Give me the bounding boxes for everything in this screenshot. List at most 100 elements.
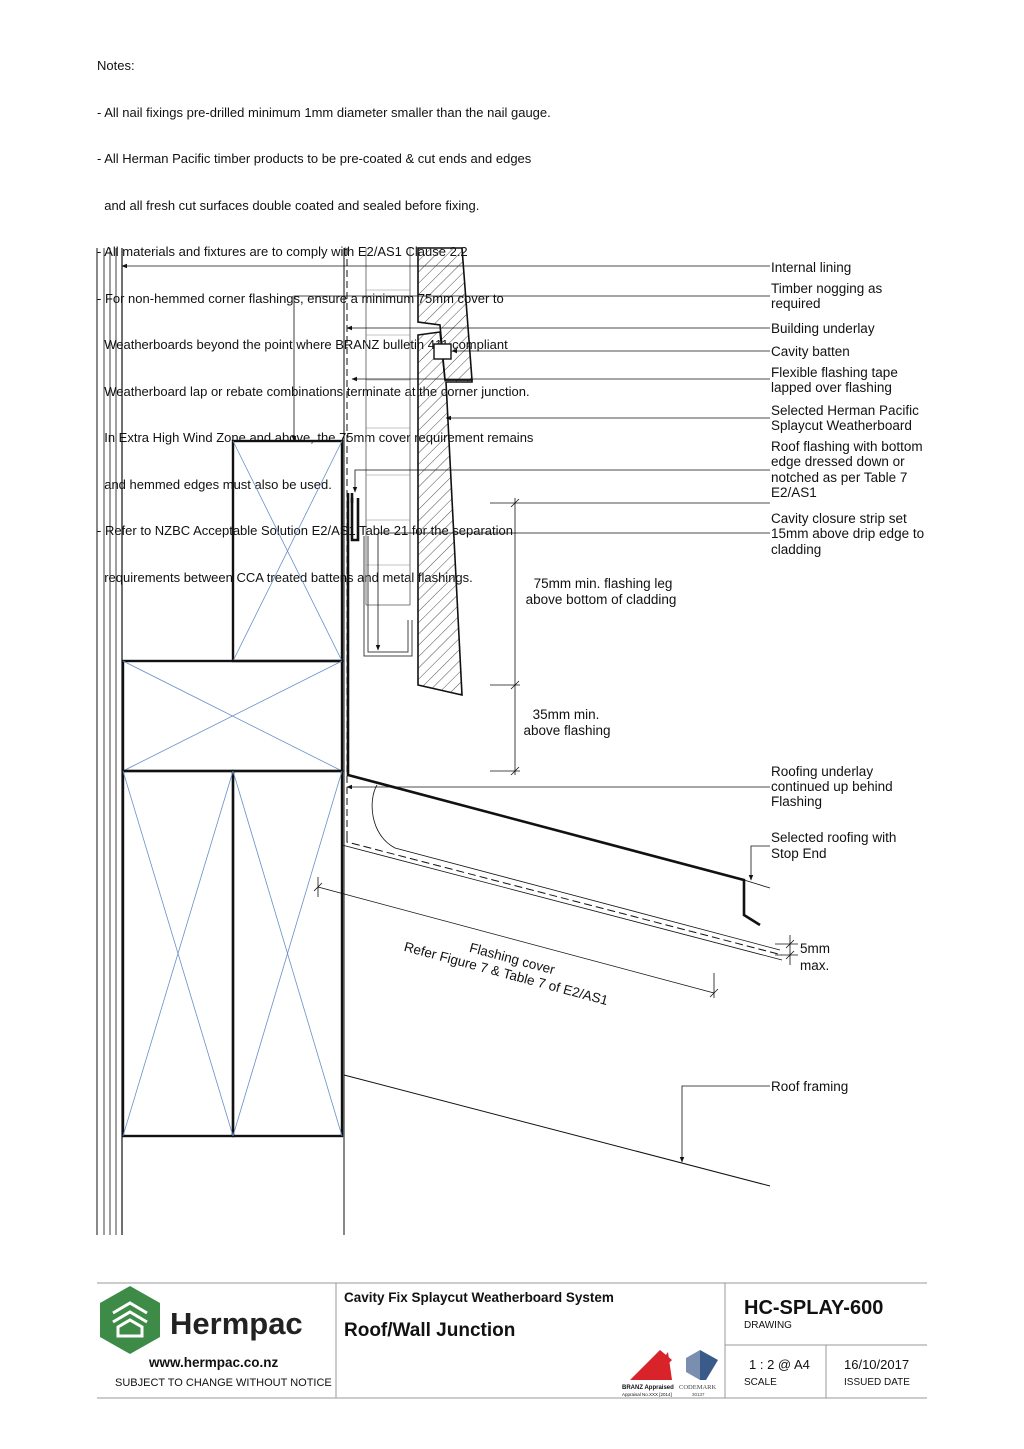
svg-text:Cavity closure strip set: Cavity closure strip set bbox=[771, 511, 907, 526]
svg-text:5mm: 5mm bbox=[800, 941, 830, 956]
svg-text:Timber nogging as: Timber nogging as bbox=[771, 281, 883, 296]
label-internal-lining: Internal lining bbox=[771, 260, 851, 275]
label-closure-strip: 15mm above drip edge to bbox=[771, 526, 924, 541]
label-flexible-tape: Flexible flashing tape bbox=[771, 365, 898, 380]
svg-text:CODEMARK: CODEMARK bbox=[679, 1384, 717, 1391]
website-link[interactable]: www.hermpac.co.nz bbox=[149, 1355, 279, 1370]
wall-framing bbox=[121, 769, 344, 1138]
label-roofing-underlay: Roofing underlay bbox=[771, 764, 873, 779]
label-roof-flashing: E2/AS1 bbox=[771, 485, 817, 500]
svg-text:BRANZ Appraised: BRANZ Appraised bbox=[622, 1385, 674, 1391]
label-roof-framing: Roof framing bbox=[771, 1079, 848, 1094]
svg-text:above flashing: above flashing bbox=[523, 723, 610, 738]
roof-framing bbox=[343, 1074, 771, 1187]
drawing-number: HC-SPLAY-600 bbox=[744, 1297, 884, 1319]
branz-text: BRANZ Appraised bbox=[622, 1385, 674, 1391]
note-line: - All nail fixings pre-drilled minimum 1… bbox=[97, 104, 551, 120]
leader-lines bbox=[121, 263, 770, 1163]
svg-text:Internal lining: Internal lining bbox=[771, 260, 851, 275]
svg-text:Flashing: Flashing bbox=[771, 794, 822, 809]
dim-above-flashing-text: above flashing bbox=[523, 723, 610, 738]
svg-text:15mm above drip edge to: 15mm above drip edge to bbox=[771, 526, 924, 541]
drawing-title: Roof/Wall Junction bbox=[344, 1320, 516, 1341]
dim-gap-text: max. bbox=[800, 958, 829, 973]
label-building-underlay: Building underlay bbox=[771, 321, 875, 336]
top-plate bbox=[121, 659, 344, 773]
label-flexible-tape: lapped over flashing bbox=[771, 380, 892, 395]
splaycut-weatherboard bbox=[417, 247, 473, 697]
disclaimer: SUBJECT TO CHANGE WITHOUT NOTICE bbox=[115, 1377, 332, 1389]
timber-nogging bbox=[231, 439, 344, 663]
label-roofing-underlay: Flashing bbox=[771, 794, 822, 809]
branz-appraised-logo: BRANZ Appraised Appraisal No.XXX [2014] bbox=[622, 1350, 674, 1397]
dim-gap-text: 5mm bbox=[800, 941, 830, 956]
scale-value: 1 : 2 @ A4 bbox=[749, 1357, 810, 1372]
svg-text:Selected Herman Pacific: Selected Herman Pacific bbox=[771, 403, 919, 418]
notes-heading: Notes: bbox=[97, 58, 135, 73]
label-selected-roofing: Selected roofing with bbox=[771, 830, 896, 845]
label-closure-strip: Cavity closure strip set bbox=[771, 511, 907, 526]
drawing-caption: DRAWING bbox=[744, 1320, 792, 1331]
svg-text:Flexible flashing tape: Flexible flashing tape bbox=[771, 365, 898, 380]
svg-text:Roof flashing with bottom: Roof flashing with bottom bbox=[771, 439, 923, 454]
issued-date-caption: ISSUED DATE bbox=[844, 1377, 910, 1388]
scale-caption: SCALE bbox=[744, 1377, 777, 1388]
svg-text:notched as per Table 7: notched as per Table 7 bbox=[771, 470, 907, 485]
label-timber-nogging: Timber nogging as bbox=[771, 281, 883, 296]
label-selected-roofing: Stop End bbox=[771, 846, 827, 861]
label-roofing-underlay: continued up behind bbox=[771, 779, 893, 794]
label-weatherboard: Selected Herman Pacific bbox=[771, 403, 919, 418]
note-line: and all fresh cut surfaces double coated… bbox=[97, 197, 480, 213]
selected-roofing bbox=[743, 879, 771, 889]
dim-above-flashing-text: 35mm min. bbox=[533, 707, 600, 722]
codemark-text: CODEMARK bbox=[679, 1384, 717, 1391]
dimension-gap bbox=[775, 935, 798, 965]
svg-text:required: required bbox=[771, 296, 821, 311]
callout-labels: Internal lining Timber nogging as requir… bbox=[402, 260, 924, 1094]
roofing-underlay bbox=[341, 784, 783, 961]
svg-text:cladding: cladding bbox=[771, 542, 821, 557]
cavity-batten bbox=[365, 248, 411, 606]
svg-text:Cavity batten: Cavity batten bbox=[771, 344, 850, 359]
dimension-flashing-leg bbox=[490, 498, 770, 776]
svg-text:Roof framing: Roof framing bbox=[771, 1079, 848, 1094]
svg-text:Selected roofing with: Selected roofing with bbox=[771, 830, 896, 845]
svg-text:edge dressed down or: edge dressed down or bbox=[771, 454, 905, 469]
label-timber-nogging: required bbox=[771, 296, 821, 311]
hermpac-logo bbox=[100, 1286, 160, 1354]
svg-text:above bottom of cladding: above bottom of cladding bbox=[526, 592, 677, 607]
label-roof-flashing: notched as per Table 7 bbox=[771, 470, 907, 485]
svg-text:30137: 30137 bbox=[692, 1392, 705, 1397]
dimension-flashing-cover bbox=[313, 877, 719, 998]
svg-text:E2/AS1: E2/AS1 bbox=[771, 485, 817, 500]
svg-text:35mm min.: 35mm min. bbox=[533, 707, 600, 722]
branz-subtext: Appraisal No.XXX [2014] bbox=[622, 1392, 672, 1397]
svg-text:Appraisal No.XXX [2014]: Appraisal No.XXX [2014] bbox=[622, 1392, 672, 1397]
note-line: - All Herman Pacific timber products to … bbox=[97, 151, 532, 166]
dim-flashing-leg-text: 75mm min. flashing leg bbox=[534, 576, 673, 591]
issued-date: 16/10/2017 bbox=[844, 1357, 910, 1372]
brand-name: Hermpac bbox=[170, 1306, 303, 1341]
internal-lining bbox=[96, 248, 123, 1235]
dim-flashing-leg-text: above bottom of cladding bbox=[526, 592, 677, 607]
title-block-frame bbox=[97, 1282, 927, 1399]
label-closure-strip: cladding bbox=[771, 542, 821, 557]
codemark-subtext: 30137 bbox=[692, 1392, 705, 1397]
label-roof-flashing: edge dressed down or bbox=[771, 454, 905, 469]
system-name: Cavity Fix Splaycut Weatherboard System bbox=[344, 1290, 614, 1305]
svg-text:lapped over flashing: lapped over flashing bbox=[771, 380, 892, 395]
svg-text:continued up behind: continued up behind bbox=[771, 779, 893, 794]
svg-text:Roofing underlay: Roofing underlay bbox=[771, 764, 873, 779]
flexible-flashing-tape bbox=[350, 493, 360, 542]
svg-text:Building underlay: Building underlay bbox=[771, 321, 875, 336]
label-roof-flashing: Roof flashing with bottom bbox=[771, 439, 923, 454]
codemark-logo: CODEMARK 30137 bbox=[679, 1350, 718, 1397]
svg-text:75mm min. flashing leg: 75mm min. flashing leg bbox=[534, 576, 673, 591]
label-cavity-batten: Cavity batten bbox=[771, 344, 850, 359]
svg-text:max.: max. bbox=[800, 958, 829, 973]
label-weatherboard: Splaycut Weatherboard bbox=[771, 418, 912, 433]
cavity-closure-strip bbox=[363, 536, 413, 657]
svg-text:Stop End: Stop End bbox=[771, 846, 827, 861]
note-line: and hemmed edges must also be used. bbox=[97, 476, 332, 492]
